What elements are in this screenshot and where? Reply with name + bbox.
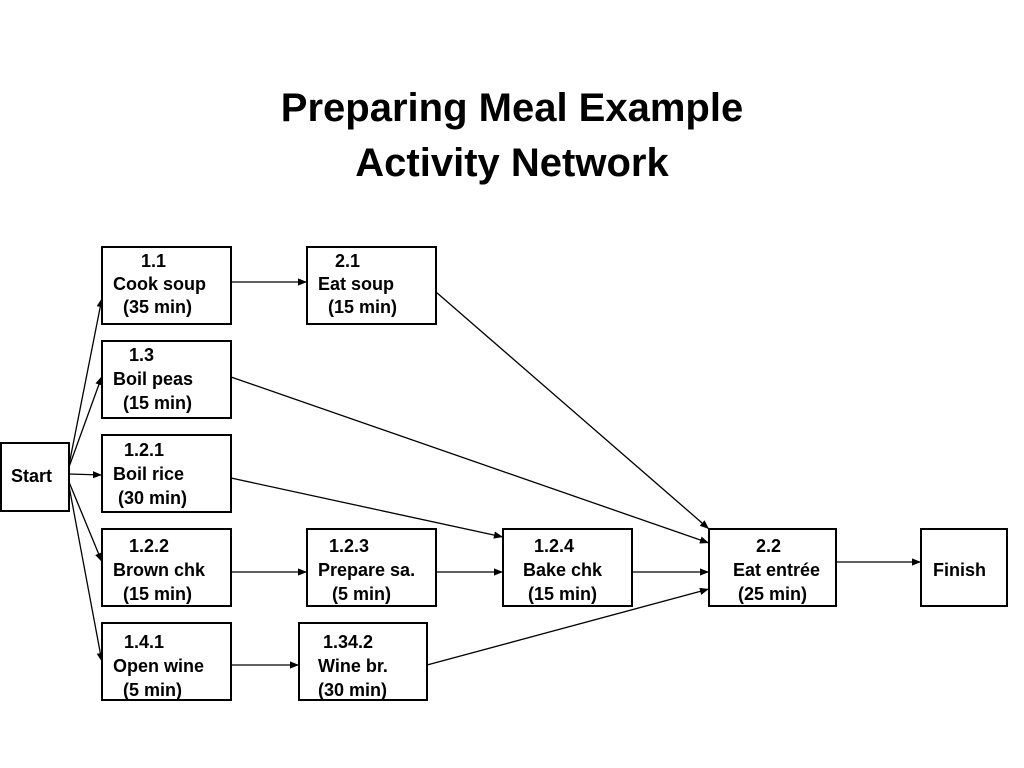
node-1-1-id: 1.1 — [141, 251, 167, 271]
node-1-4-1-name: Open wine — [113, 656, 205, 676]
node-1-1-name: Cook soup — [113, 274, 206, 294]
node-1-2-2-name: Brown chk — [113, 560, 206, 580]
node-1-2-1-duration: (30 min) — [118, 488, 188, 508]
node-1-2-2-brown-chk: 1.2.2 Brown chk (15 min) — [101, 528, 232, 607]
node-2-1-name: Eat soup — [318, 274, 395, 294]
diagram-title-line-2: Activity Network — [355, 141, 669, 185]
diagram-title-line-1: Preparing Meal Example — [280, 86, 744, 130]
node-1-4-1-duration: (5 min) — [123, 680, 183, 700]
edge-start-to-1-2-2 — [68, 481, 103, 563]
node-1-4-1-id: 1.4.1 — [124, 632, 165, 652]
node-1-34-2-duration: (30 min) — [318, 680, 388, 700]
node-2-2-eat-entree: 2.2 Eat entrée (25 min) — [708, 528, 837, 607]
node-1-2-3-name: Prepare sa. — [318, 560, 416, 580]
edge-start-to-1-2-1 — [68, 471, 103, 479]
node-1-2-4-duration: (15 min) — [528, 584, 598, 604]
node-1-2-1-boil-rice: 1.2.1 Boil rice (30 min) — [101, 434, 232, 513]
node-1-2-4-name: Bake chk — [523, 560, 603, 580]
node-1-3-duration: (15 min) — [123, 393, 193, 413]
node-2-1-eat-soup: 2.1 Eat soup (15 min) — [306, 246, 437, 325]
node-2-1-id: 2.1 — [335, 251, 361, 271]
node-1-2-3-id: 1.2.3 — [329, 536, 370, 556]
node-2-2-name: Eat entrée — [733, 560, 821, 580]
node-1-2-4-id: 1.2.4 — [534, 536, 575, 556]
node-2-1-duration: (15 min) — [328, 297, 398, 317]
node-1-3-boil-peas: 1.3 Boil peas (15 min) — [101, 340, 232, 419]
node-1-4-1-open-wine: 1.4.1 Open wine (5 min) — [101, 622, 232, 701]
node-1-1-cook-soup: 1.1 Cook soup (35 min) — [101, 246, 232, 325]
node-1-2-1-name: Boil rice — [113, 464, 185, 484]
edge-1-2-1-to-1-2-4 — [230, 477, 504, 539]
node-1-1-duration: (35 min) — [123, 297, 193, 317]
node-1-2-1-id: 1.2.1 — [124, 440, 165, 460]
node-1-34-2-name: Wine br. — [318, 656, 388, 676]
node-start: Start — [0, 442, 70, 512]
node-1-34-2-wine-br: 1.34.2 Wine br. (30 min) — [298, 622, 428, 701]
edge-start-to-1-4-1 — [68, 485, 104, 663]
node-2-2-id: 2.2 — [756, 536, 782, 556]
edge-start-to-1-1 — [68, 297, 104, 466]
edge-1-34-2-to-2-2 — [426, 587, 710, 666]
edge-1-3-to-2-2 — [230, 376, 710, 544]
node-1-34-2-id: 1.34.2 — [323, 632, 374, 652]
node-finish-label: Finish — [933, 560, 986, 580]
node-1-2-3-duration: (5 min) — [332, 584, 392, 604]
node-start-label: Start — [11, 466, 53, 486]
node-1-2-3-prepare-sa: 1.2.3 Prepare sa. (5 min) — [306, 528, 437, 607]
node-finish: Finish — [920, 528, 1008, 607]
edge-2-1-to-2-2 — [435, 291, 710, 530]
node-1-2-2-id: 1.2.2 — [129, 536, 170, 556]
node-1-3-name: Boil peas — [113, 369, 194, 389]
node-1-2-2-duration: (15 min) — [123, 584, 193, 604]
node-1-2-4-bake-chk: 1.2.4 Bake chk (15 min) — [502, 528, 633, 607]
edge-start-to-1-3 — [68, 375, 103, 468]
node-1-3-id: 1.3 — [129, 345, 155, 365]
node-2-2-duration: (25 min) — [738, 584, 808, 604]
